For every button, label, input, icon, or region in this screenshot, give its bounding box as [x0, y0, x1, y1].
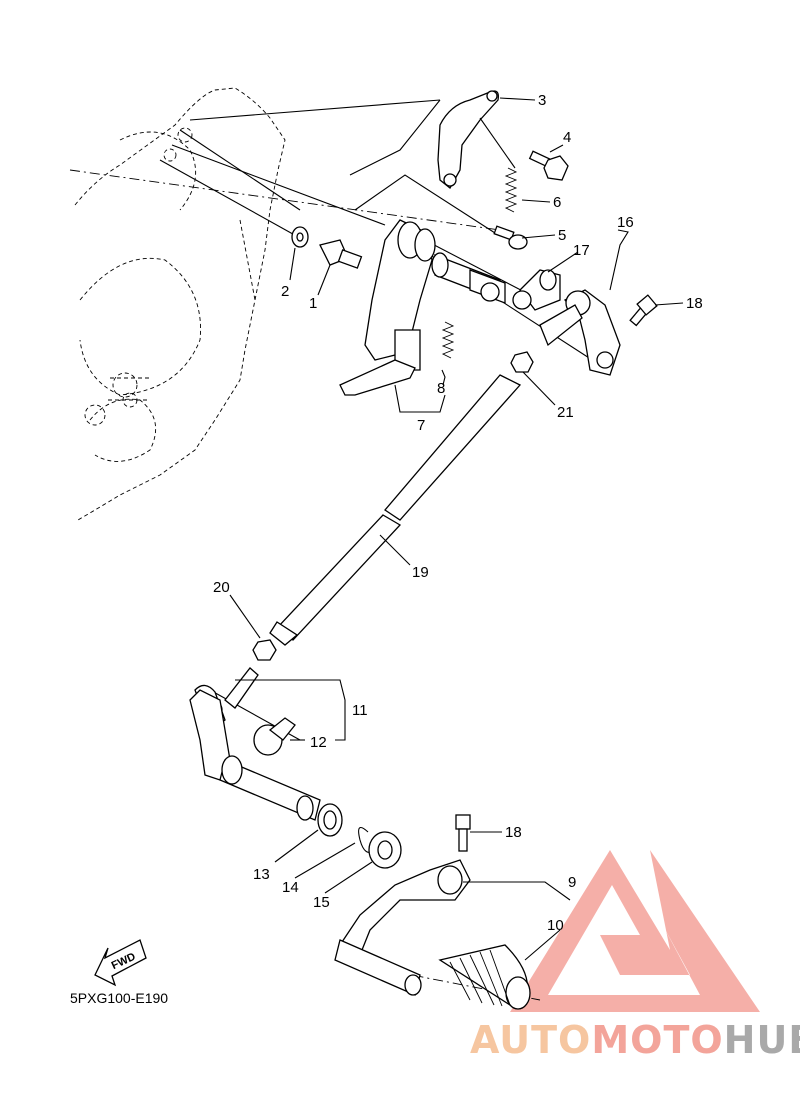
stud-part-1 — [319, 239, 363, 269]
callout-leaders — [229, 97, 684, 961]
bolt-part-18-lower — [455, 814, 471, 852]
brand-moto: MOTO — [591, 1018, 724, 1062]
label-part-11: 11 — [352, 702, 368, 719]
label-part-15: 15 — [313, 894, 330, 911]
washer-part-15 — [368, 831, 402, 869]
shift-pedal-part-9 — [334, 859, 471, 996]
label-part-18-top: 18 — [686, 295, 703, 312]
label-part-10: 10 — [547, 917, 564, 934]
label-part-1: 1 — [309, 295, 317, 312]
shift-shaft-part — [339, 219, 506, 396]
bolt-part-4 — [528, 150, 569, 181]
label-part-14: 14 — [282, 879, 299, 896]
shift-rod-part-19 — [269, 374, 522, 646]
label-part-6: 6 — [553, 194, 561, 211]
bolt-part-18-top — [629, 294, 658, 327]
crankcase-outline — [74, 87, 286, 521]
label-part-21: 21 — [557, 404, 574, 421]
label-part-4: 4 — [563, 129, 571, 146]
label-part-8: 8 — [437, 380, 445, 397]
part-number-labels: 1 2 3 4 5 6 7 8 9 10 11 12 13 14 15 16 1… — [213, 92, 703, 934]
label-part-2: 2 — [281, 283, 289, 300]
stopper-lever-part — [437, 90, 499, 189]
oil-seal-part-13 — [317, 803, 343, 837]
shift-rubber-part-10 — [438, 944, 531, 1010]
lower-shift-arm — [189, 689, 321, 821]
shift-arm-part-16 — [539, 289, 621, 376]
label-part-18-lower: 18 — [505, 824, 522, 841]
label-part-9: 9 — [568, 874, 576, 891]
watermark-brand: AUTOMOTOHUB — [470, 1018, 800, 1062]
label-part-7: 7 — [417, 417, 425, 434]
brand-auto: AUTO — [470, 1018, 592, 1062]
label-part-3: 3 — [538, 92, 546, 109]
label-part-13: 13 — [253, 866, 270, 883]
joint-part-12 — [253, 717, 296, 756]
label-part-19: 19 — [412, 564, 429, 581]
drawing-code: 5PXG100-E190 — [70, 990, 169, 1006]
joint-part-17 — [512, 269, 561, 311]
fwd-arrow-icon: FWD — [94, 939, 147, 987]
spring-part-8 — [441, 321, 455, 359]
label-part-12: 12 — [310, 734, 327, 751]
label-part-5: 5 — [558, 227, 566, 244]
spring-part-6 — [504, 167, 518, 213]
label-part-17: 17 — [573, 242, 590, 259]
washer-part-2 — [291, 226, 309, 248]
label-part-16: 16 — [617, 214, 634, 231]
brand-hub: HUB — [723, 1018, 800, 1062]
watermark-logo-icon — [510, 850, 760, 1012]
label-part-20: 20 — [213, 579, 230, 596]
nut-part-20 — [252, 639, 277, 661]
nut-part-21 — [510, 351, 534, 373]
